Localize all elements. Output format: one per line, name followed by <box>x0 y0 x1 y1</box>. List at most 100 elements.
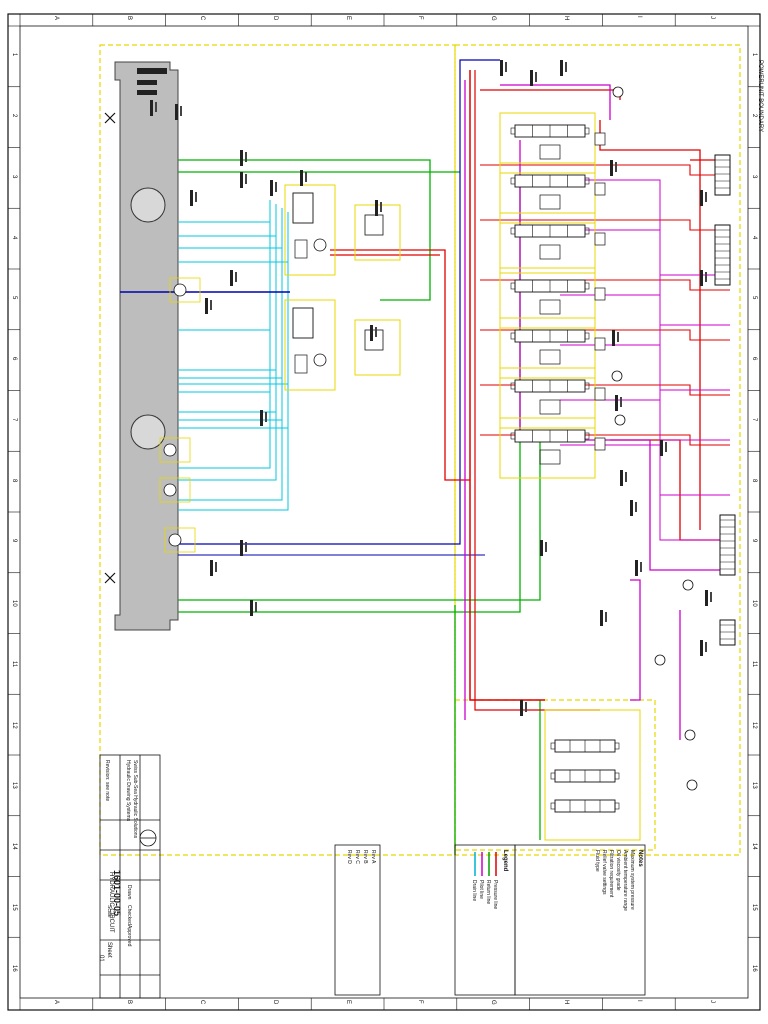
notes-boxes <box>334 844 646 996</box>
border-number-l: 5 <box>11 296 17 300</box>
valve-bank-boundary <box>454 44 741 856</box>
border-number-l: 13 <box>11 782 17 790</box>
component-tag-sub <box>640 562 642 572</box>
valve-section-frame <box>499 367 596 429</box>
valve-section-frame <box>499 267 596 329</box>
component-tag <box>612 330 615 346</box>
border-number-l: 11 <box>11 660 17 668</box>
sheet-label: Sheet <box>106 942 112 958</box>
border-letter-b: F <box>417 1000 424 1004</box>
border-grid-markers <box>8 14 760 1010</box>
component-tag-sub <box>275 182 277 192</box>
lower-manifold-valve-solenoid <box>550 742 556 750</box>
motor <box>313 353 327 367</box>
sheet-number: 01 <box>98 955 104 962</box>
component-tag <box>300 170 303 186</box>
revision-line-3: Rev C <box>354 850 360 864</box>
component-tag <box>240 540 243 556</box>
border-letter-b: B <box>126 1000 133 1005</box>
lower-manifold-valve-solenoid <box>614 742 620 750</box>
lower-manifold-valve-solenoid <box>614 772 620 780</box>
border-letter-b: G <box>490 1000 497 1005</box>
border-number-l: 14 <box>11 843 17 850</box>
boundary-frames <box>99 44 741 856</box>
component-tag <box>240 150 243 166</box>
note-line-3: Oil viscosity grade <box>615 850 621 891</box>
auxiliary-pump-frame <box>169 277 201 303</box>
valve-section-frame <box>499 212 596 274</box>
filter <box>294 239 308 259</box>
component-tag <box>175 104 178 120</box>
tank-inspection-port-1 <box>130 187 166 223</box>
border-number-l: 7 <box>11 417 17 422</box>
pressure-reducing-valve <box>539 194 561 210</box>
component-tag-sub <box>305 172 307 182</box>
border-number-r: 2 <box>751 114 757 118</box>
pressure-reducing-valve <box>539 144 561 160</box>
component-tag-sub <box>615 162 617 172</box>
revision-note: Revision: see note <box>104 760 110 802</box>
drain-valve <box>104 112 116 124</box>
notes-header: Notes <box>637 850 643 867</box>
border-number-r: 12 <box>751 721 757 729</box>
revision-line-2: Rev B <box>362 850 368 864</box>
component-tag <box>610 160 613 176</box>
directional-control-valve-solenoid <box>510 227 516 235</box>
component-tag-sub <box>525 702 527 712</box>
component-tag-sub <box>545 542 547 552</box>
component-tag <box>630 500 633 516</box>
drain-line <box>178 212 289 263</box>
drain-line <box>178 224 283 379</box>
border-letter-b: A <box>53 1000 60 1005</box>
pressure-line <box>480 89 621 100</box>
terminal-manifold-block <box>714 154 731 196</box>
border-number-l: 4 <box>11 235 17 239</box>
revision-line-4: Rev D <box>346 850 352 864</box>
pressure-gauge <box>612 86 624 98</box>
component-tag-sub <box>245 542 247 552</box>
pressure-gauge <box>684 729 696 741</box>
component-tag <box>230 270 233 286</box>
component-tag <box>700 640 703 656</box>
approved-label: Approved <box>126 925 132 947</box>
company-name-line-2: Hydraulic Drawing Systems <box>125 760 131 822</box>
pressure-switch <box>594 387 606 401</box>
valve-section-frame <box>499 162 596 224</box>
pressure-reducing-valve <box>539 399 561 415</box>
border-number-l: 10 <box>11 600 17 607</box>
valve-section-frame <box>499 317 596 379</box>
directional-control-valve-solenoid <box>584 177 590 185</box>
directional-control-valve-solenoid <box>584 382 590 390</box>
directional-control-valve-solenoid <box>510 382 516 390</box>
pilot-line <box>560 399 730 496</box>
note-line-5: Relief valve settings <box>601 850 607 895</box>
border-number-r: 6 <box>751 357 757 361</box>
tank-inspection-port-2 <box>130 414 166 450</box>
component-tag-sub <box>255 602 257 612</box>
component-tag <box>270 180 273 196</box>
border-letter-t: C <box>199 16 205 21</box>
reservoir-tank <box>114 61 179 631</box>
directional-control-valve-solenoid <box>510 332 516 340</box>
border-letter-t: H <box>563 16 569 21</box>
border-number-r: 11 <box>751 660 757 668</box>
component-tag <box>250 600 253 616</box>
border-number-l: 6 <box>11 357 17 361</box>
component-tag-sub <box>180 106 182 116</box>
powerunit-boundary-label: POWERUNIT BOUNDARY <box>757 60 763 133</box>
border-letter-b: D <box>271 1000 278 1005</box>
component-tag <box>620 470 623 486</box>
relief-valve <box>364 214 384 236</box>
directional-control-valve-solenoid <box>584 282 590 290</box>
lower-manifold-valve <box>550 769 620 783</box>
component-tag-sub <box>245 174 247 184</box>
border-letter-t: I <box>635 16 642 18</box>
pressure-switch <box>594 182 606 196</box>
checked-label: Checked <box>126 905 132 925</box>
component-tag-sub <box>235 272 237 282</box>
company-name-line-1: Swiss Sub-Sea Hydraulic Solutions <box>132 760 138 839</box>
border-number-r: 3 <box>751 174 757 179</box>
component-tag-sub <box>565 62 567 72</box>
pilot-line <box>560 229 730 326</box>
